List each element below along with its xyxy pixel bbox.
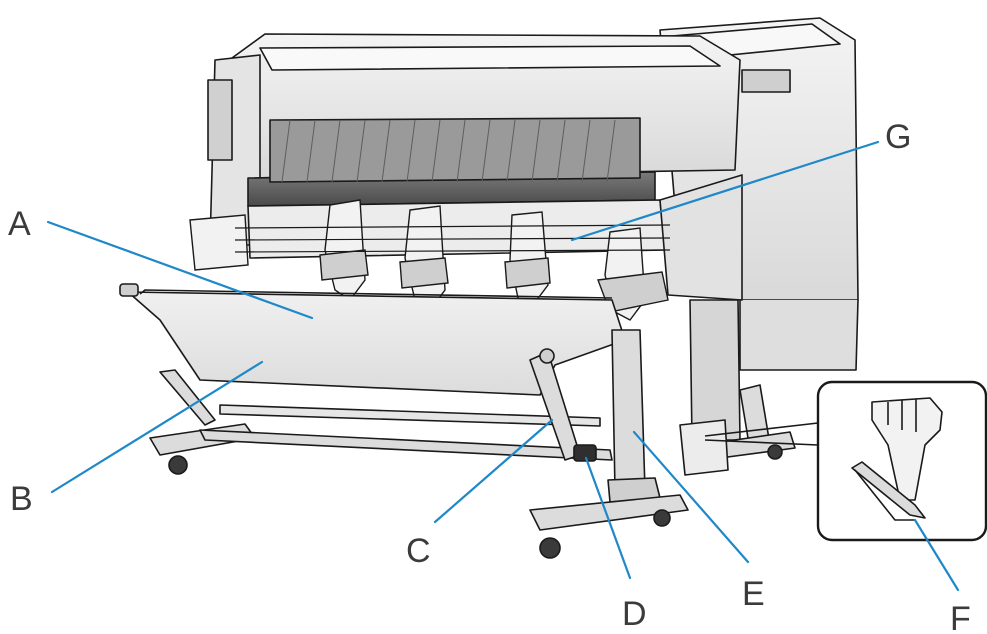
stand-frame bbox=[149, 329, 796, 559]
inset-detail bbox=[704, 380, 987, 542]
guide-rails bbox=[234, 224, 671, 253]
hook-part-icon bbox=[851, 397, 943, 521]
leader-line-d bbox=[584, 456, 632, 580]
callout-label-b: B bbox=[10, 480, 33, 518]
leader-line-c bbox=[433, 418, 554, 524]
callout-label-d: D bbox=[622, 595, 647, 633]
feed-ribs bbox=[281, 119, 616, 183]
callout-label-f: F bbox=[950, 600, 971, 634]
callout-label-e: E bbox=[742, 575, 765, 613]
callout-letters: A B C D E F G bbox=[8, 118, 971, 634]
leader-line-e bbox=[632, 430, 750, 564]
leader-line-a bbox=[46, 220, 314, 320]
callout-label-c: C bbox=[406, 532, 431, 570]
callout-label-g: G bbox=[885, 118, 911, 156]
media-guides bbox=[189, 199, 669, 321]
leader-line-g bbox=[570, 140, 880, 242]
callout-label-a: A bbox=[8, 205, 31, 243]
leader-line-b bbox=[50, 360, 264, 494]
leader-line-f bbox=[913, 518, 960, 592]
leader-lines bbox=[46, 140, 960, 592]
